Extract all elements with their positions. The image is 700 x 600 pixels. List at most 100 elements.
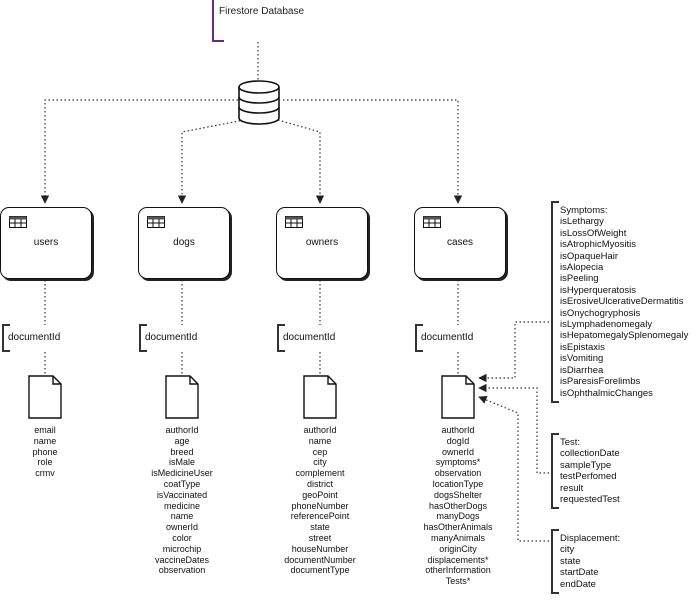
field-item: otherInformation bbox=[425, 565, 491, 576]
field-item: referencePoint bbox=[290, 511, 350, 522]
field-item: hasOtherAnimals bbox=[423, 522, 493, 533]
field-item: age bbox=[174, 435, 190, 446]
field-item: vaccineDates bbox=[154, 554, 210, 565]
field-item: authorId bbox=[441, 425, 475, 435]
field-item: Tests* bbox=[445, 576, 471, 587]
field-item: symptoms* bbox=[435, 457, 481, 468]
document-icon bbox=[441, 375, 475, 419]
symptom-item: isErosiveUlcerativeDermatitis bbox=[560, 296, 684, 308]
field-item: observation bbox=[434, 468, 482, 479]
document-id-users: documentId bbox=[2, 324, 60, 352]
symptom-item: isAtrophicMyositis bbox=[560, 239, 637, 251]
test-item: requestedTest bbox=[560, 494, 620, 506]
link-cases bbox=[283, 99, 463, 204]
collection-owners: owners bbox=[276, 207, 368, 279]
collection-name: users bbox=[33, 237, 59, 248]
field-item: medicine bbox=[163, 500, 201, 511]
displacement-title: Displacement: bbox=[560, 533, 621, 544]
link-dogs bbox=[177, 119, 245, 204]
field-item: cep bbox=[312, 446, 328, 457]
symptom-item: isHyperqueratosis bbox=[560, 284, 637, 296]
link-test bbox=[478, 383, 553, 474]
link-displacement bbox=[478, 395, 553, 542]
document-id-cases: documentId bbox=[415, 324, 473, 352]
field-item: color bbox=[172, 532, 192, 543]
field-item: dogsShelter bbox=[433, 489, 483, 500]
field-item: isMedicineUser bbox=[151, 468, 213, 479]
symptom-item: isParesisForelimbs bbox=[560, 376, 641, 388]
field-item: manyAnimals bbox=[430, 532, 486, 543]
field-item: observation bbox=[158, 565, 206, 576]
fields-cases: authorId dogId ownerId symptoms* observa… bbox=[403, 425, 513, 587]
test-item: testPerfomed bbox=[560, 471, 617, 483]
field-item: geoPoint bbox=[302, 489, 338, 500]
field-item: microchip bbox=[162, 543, 202, 554]
document-id-dogs: documentId bbox=[139, 324, 197, 352]
link-users bbox=[40, 99, 238, 204]
test-list: collectionDate sampleType testPerfomed r… bbox=[560, 448, 620, 505]
document-icon bbox=[165, 375, 199, 419]
field-item: crmv bbox=[35, 468, 55, 479]
test-item: sampleType bbox=[560, 459, 612, 471]
test-box: Test: collectionDate sampleType testPerf… bbox=[551, 433, 620, 510]
table-icon bbox=[147, 216, 165, 228]
document-icon bbox=[303, 375, 337, 419]
displacement-item: endDate bbox=[560, 578, 596, 590]
field-item: manyDogs bbox=[436, 511, 480, 522]
database-label: Firestore Database bbox=[212, 0, 304, 42]
field-item: locationType bbox=[432, 478, 484, 489]
field-item: role bbox=[37, 457, 53, 468]
collection-dogs: dogs bbox=[138, 207, 230, 279]
database-icon bbox=[238, 80, 280, 125]
field-item: email bbox=[34, 425, 56, 435]
field-item: dogId bbox=[446, 435, 470, 446]
field-item: originCity bbox=[439, 543, 477, 554]
collection-cases: cases bbox=[414, 207, 506, 279]
collection-name: cases bbox=[446, 237, 474, 248]
link-symptoms bbox=[478, 321, 553, 383]
displacement-box: Displacement: city state startDate endDa… bbox=[551, 529, 621, 595]
fields-users: email name phone role crmv bbox=[0, 425, 100, 479]
test-item: collectionDate bbox=[560, 448, 620, 460]
table-icon bbox=[9, 216, 27, 228]
fields-owners: authorId name cep city complement distri… bbox=[265, 425, 375, 576]
displacement-item: state bbox=[560, 555, 581, 567]
table-icon bbox=[423, 216, 441, 228]
field-item: isVaccinated bbox=[156, 489, 208, 500]
symptom-item: isAlopecia bbox=[560, 262, 604, 274]
field-item: district bbox=[306, 478, 333, 489]
symptom-item: isLethargy bbox=[560, 216, 604, 228]
field-item: breed bbox=[170, 446, 194, 457]
field-item: houseNumber bbox=[291, 543, 349, 554]
symptom-item: isLossOfWeight bbox=[560, 227, 627, 239]
test-title: Test: bbox=[560, 437, 581, 448]
field-item: name bbox=[308, 435, 332, 446]
table-icon bbox=[285, 216, 303, 228]
test-item: result bbox=[560, 482, 584, 494]
displacement-item: startDate bbox=[560, 567, 599, 579]
field-item: street bbox=[308, 532, 332, 543]
symptoms-box: Symptoms: isLethargy isLossOfWeight isAt… bbox=[551, 201, 688, 403]
symptom-item: isVomiting bbox=[560, 353, 604, 365]
field-item: ownerId bbox=[165, 522, 199, 533]
field-item: documentType bbox=[290, 565, 350, 576]
field-item: city bbox=[313, 457, 327, 468]
displacement-list: city state startDate endDate bbox=[560, 544, 620, 590]
field-item: hasOtherDogs bbox=[428, 500, 488, 511]
field-item: complement bbox=[295, 468, 345, 479]
symptom-item: isEpistaxis bbox=[560, 341, 605, 353]
link-owners bbox=[277, 119, 325, 204]
field-item: displacements* bbox=[427, 554, 489, 565]
field-item: name bbox=[33, 435, 57, 446]
field-item: state bbox=[310, 522, 330, 533]
symptom-item: isOpaqueHair bbox=[560, 250, 619, 262]
collection-name: dogs bbox=[173, 237, 195, 248]
field-item: authorId bbox=[165, 425, 199, 435]
field-item: coatType bbox=[163, 478, 201, 489]
field-item: authorId bbox=[303, 425, 337, 435]
document-id-owners: documentId bbox=[277, 324, 335, 352]
collection-name: owners bbox=[305, 237, 339, 248]
field-item: phone bbox=[32, 446, 58, 457]
